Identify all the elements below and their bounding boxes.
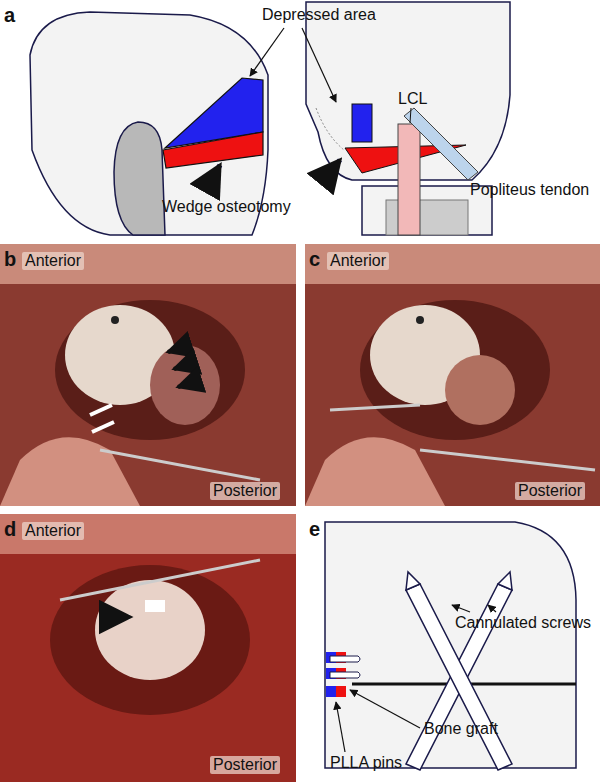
panel-letter: d bbox=[4, 518, 16, 540]
orientation-label: Posterior bbox=[210, 756, 280, 774]
callout-label: Bone graft bbox=[424, 720, 498, 738]
surgical-photo bbox=[305, 244, 600, 506]
orientation-label: Posterior bbox=[515, 482, 585, 500]
callout-label: PLLA pins bbox=[330, 754, 402, 772]
orientation-label: Anterior bbox=[22, 522, 84, 540]
orientation-label: Anterior bbox=[22, 252, 84, 270]
orientation-label: Anterior bbox=[327, 252, 389, 270]
orientation-label: Posterior bbox=[210, 482, 280, 500]
callout-label: Cannulated screws bbox=[455, 614, 591, 632]
callout-label: LCL bbox=[398, 90, 427, 108]
panel-letter: a bbox=[4, 4, 15, 26]
panel-letter: e bbox=[309, 518, 320, 540]
panel-letter: c bbox=[309, 248, 320, 270]
fixation-drawing bbox=[325, 522, 576, 770]
callout-label: Popliteus tendon bbox=[470, 181, 589, 199]
surgical-photo bbox=[0, 514, 296, 782]
surgical-photo bbox=[0, 244, 296, 506]
callout-label: Depressed area bbox=[262, 6, 376, 24]
callout-label: Wedge osteotomy bbox=[162, 198, 291, 216]
panel-letter: b bbox=[4, 248, 16, 270]
